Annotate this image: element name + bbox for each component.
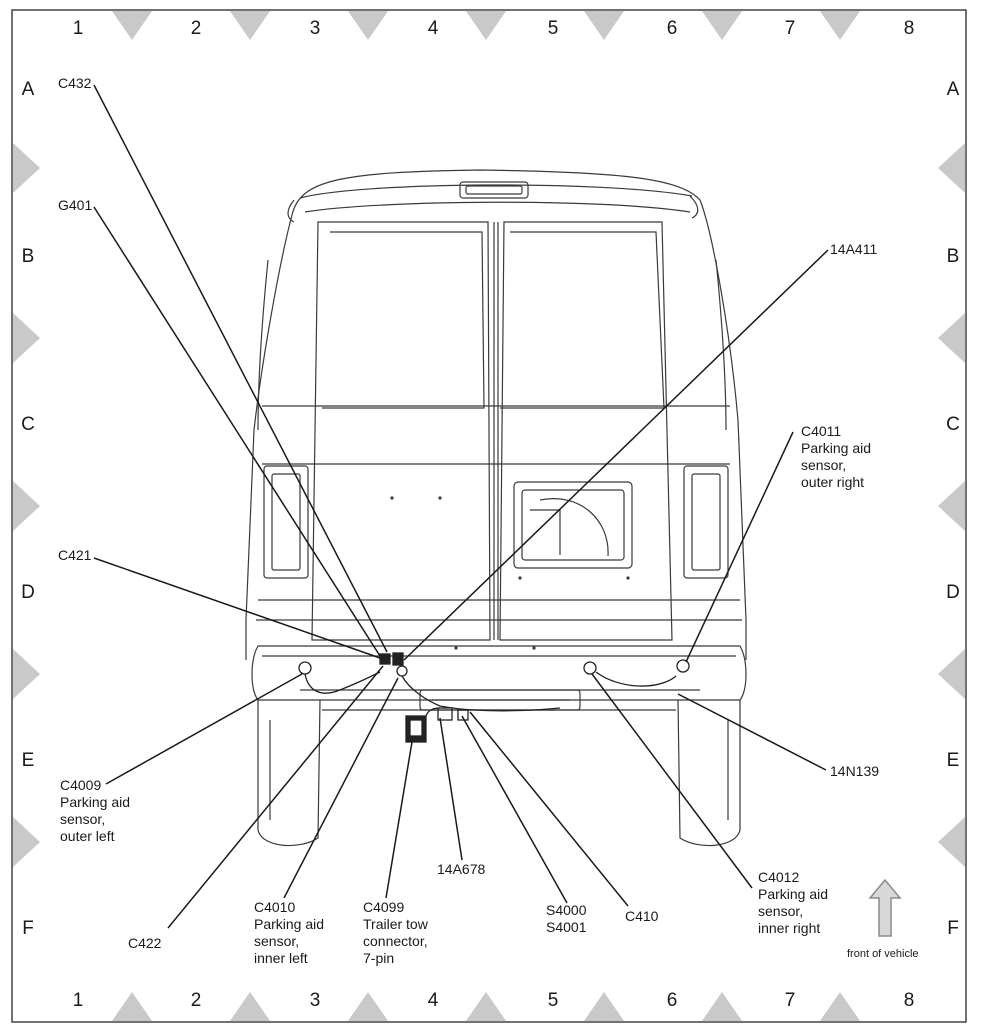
grid-column-labels-bottom: 1 2 3 4 5 6 7 8 xyxy=(73,990,915,1011)
label-c4012: C4012 Parking aid sensor, inner right xyxy=(758,869,832,936)
col-label: 7 xyxy=(785,990,796,1011)
row-label: D xyxy=(946,582,960,603)
grid-row-labels-left: A B C D E F xyxy=(21,79,35,939)
row-label: B xyxy=(22,246,35,267)
front-of-vehicle-label: front of vehicle xyxy=(847,948,919,960)
row-label: A xyxy=(947,79,960,100)
diagram-border xyxy=(11,9,967,1023)
front-of-vehicle-indicator: front of vehicle xyxy=(847,878,919,960)
label-s4000-s4001: S4000 S4001 xyxy=(546,902,590,935)
row-label: A xyxy=(22,79,35,100)
col-label: 6 xyxy=(667,990,678,1011)
label-c432: C432 xyxy=(58,75,92,91)
col-label: 5 xyxy=(548,18,559,39)
label-c4011: C4011 Parking aid sensor, outer right xyxy=(801,423,875,490)
row-label: D xyxy=(21,582,35,603)
van-rear-illustration xyxy=(245,169,747,847)
label-g401: G401 xyxy=(58,197,92,213)
col-label: 6 xyxy=(667,18,678,39)
label-14a411: 14A411 xyxy=(830,241,877,257)
leader-lines xyxy=(93,84,829,929)
grid-markers xyxy=(13,11,965,1021)
label-c421: C421 xyxy=(58,547,92,563)
col-label: 8 xyxy=(904,18,915,39)
col-label: 5 xyxy=(548,990,559,1011)
callout-labels: C432 G401 14A411 C421 C4011 Parking aid … xyxy=(58,75,879,966)
row-label: C xyxy=(21,414,35,435)
row-label: E xyxy=(22,750,35,771)
door-hardware xyxy=(390,496,630,650)
row-label: B xyxy=(947,246,960,267)
label-c4010: C4010 Parking aid sensor, inner left xyxy=(254,899,328,966)
label-14a678: 14A678 xyxy=(437,861,485,877)
row-label: F xyxy=(22,918,34,939)
col-label: 2 xyxy=(191,18,202,39)
up-arrow-icon xyxy=(868,878,902,937)
row-label: C xyxy=(946,414,960,435)
col-label: 3 xyxy=(310,990,321,1011)
label-14n139: 14N139 xyxy=(830,763,879,779)
row-label: F xyxy=(947,918,959,939)
col-label: 1 xyxy=(73,990,84,1011)
label-c410: C410 xyxy=(625,908,659,924)
label-c4009: C4009 Parking aid sensor, outer left xyxy=(60,777,134,844)
col-label: 4 xyxy=(428,990,439,1011)
col-label: 4 xyxy=(428,18,439,39)
col-label: 7 xyxy=(785,18,796,39)
col-label: 8 xyxy=(904,990,915,1011)
label-c4099: C4099 Trailer tow connector, 7-pin xyxy=(363,899,432,966)
grid-column-labels-top: 1 2 3 4 5 6 7 8 xyxy=(73,18,915,39)
col-label: 3 xyxy=(310,18,321,39)
grid-row-labels-right: A B C D E F xyxy=(946,79,960,939)
col-label: 1 xyxy=(73,18,84,39)
harness-and-sensors xyxy=(298,652,690,743)
col-label: 2 xyxy=(191,990,202,1011)
row-label: E xyxy=(947,750,960,771)
label-c422: C422 xyxy=(128,935,162,951)
